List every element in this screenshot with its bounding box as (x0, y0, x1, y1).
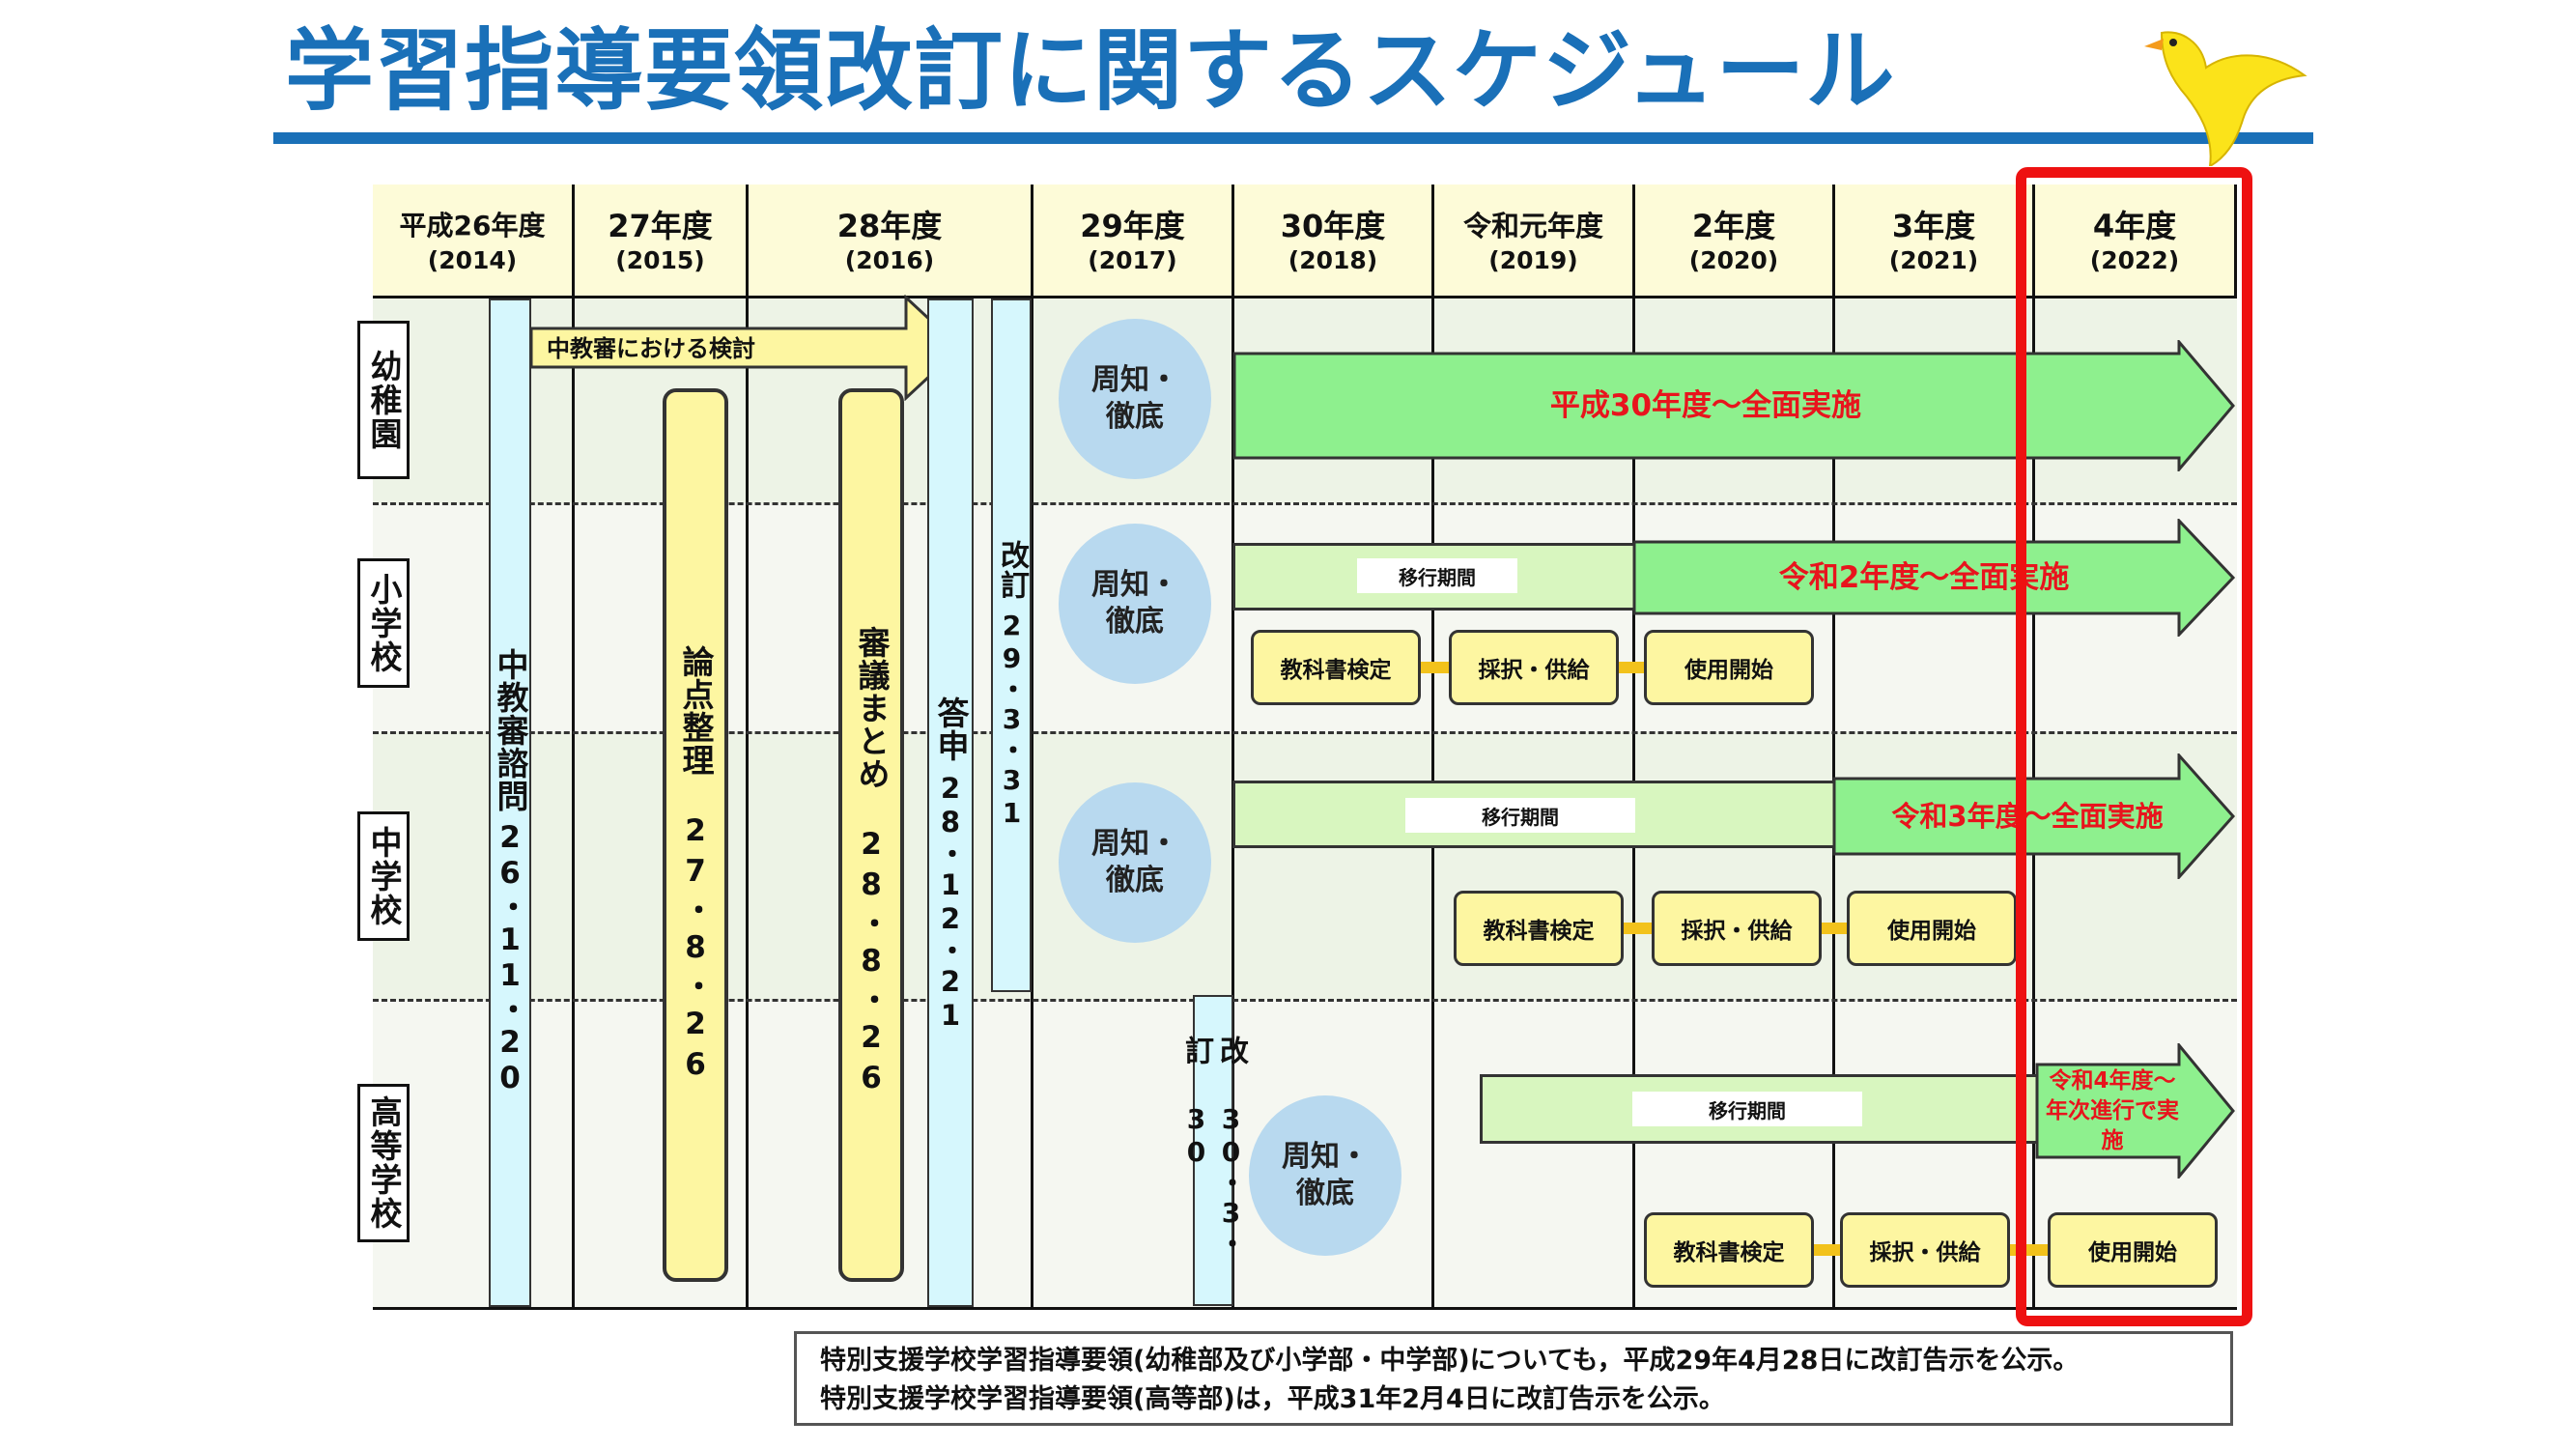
year-header: 2年度(2020) (1635, 185, 1835, 298)
year-header: 3年度(2021) (1835, 185, 2035, 298)
title-underline (273, 132, 2313, 144)
year-header: 27年度(2015) (575, 185, 749, 298)
notice-circle-high-school: 周知・徹底 (1249, 1095, 1401, 1256)
elementary-step-adoption-supply: 採択・供給 (1449, 630, 1619, 705)
year-header: 30年度(2018) (1234, 185, 1434, 298)
notice-circle-junior-high: 周知・徹底 (1059, 782, 1211, 943)
council-inquiry-bar: 中教審諮問 26・11・20 (489, 298, 531, 1307)
notice-circle-kindergarten: 周知・徹底 (1059, 319, 1211, 479)
high-school-step-adoption-supply: 採択・供給 (1840, 1212, 2010, 1288)
highlight-frame-2022 (2016, 167, 2252, 1326)
year-header: 4年度(2022) (2035, 185, 2234, 298)
year-header: 28年度(2016) (749, 185, 1033, 298)
high-school-implementation-arrow (2035, 1043, 2235, 1179)
high-school-step-start-use: 使用開始 (2048, 1212, 2218, 1288)
elementary-step-start-use: 使用開始 (1644, 630, 1814, 705)
elementary-step-textbook-screening: 教科書検定 (1251, 630, 1421, 705)
council-report-bar: 答申 28・12・21 (927, 298, 974, 1307)
row-label-high-school: 高等学校 (357, 1084, 410, 1242)
page-title: 学習指導要領改訂に関するスケジュール (285, 19, 1896, 123)
junior-high-step-textbook-screening: 教科書検定 (1454, 891, 1624, 966)
footnote-line: 特別支援学校学習指導要領(高等部)は，平成31年2月4日に改訂告示を公示。 (820, 1384, 1725, 1414)
issues-arrangement-bar: 論点整理 27・8・26 (663, 388, 728, 1282)
notice-circle-elementary: 周知・徹底 (1059, 524, 1211, 684)
year-header: 平成26年度(2014) (373, 185, 575, 298)
high-school-step-textbook-screening: 教科書検定 (1644, 1212, 1814, 1288)
high-school-transition-label: 移行期間 (1632, 1092, 1862, 1126)
junior-high-step-adoption-supply: 採択・供給 (1652, 891, 1822, 966)
elementary-transition-label: 移行期間 (1357, 558, 1517, 593)
council-arrow-label: 中教審における検討 (547, 335, 755, 362)
junior-high-implementation-label: 令和3年度～全面実施 (1891, 800, 2164, 833)
kindergarten-implementation-arrow (1232, 340, 2235, 471)
year-header: 令和元年度(2019) (1434, 185, 1635, 298)
revision-bar-2018: 改訂 30・3・30 (1179, 995, 1248, 1306)
bird-logo-icon (2144, 31, 2307, 166)
elementary-implementation-arrow (1632, 519, 2236, 637)
row-label-junior-high: 中学校 (357, 811, 410, 941)
revision-bar-2017: 改訂 29・3・31 (991, 298, 1032, 992)
deliberation-summary-bar: 審議まとめ 28・8・26 (838, 388, 904, 1282)
row-label-elementary: 小学校 (357, 558, 410, 688)
kindergarten-implementation-label: 平成30年度～全面実施 (1549, 388, 1862, 423)
year-header: 29年度(2017) (1033, 185, 1234, 298)
row-label-kindergarten: 幼稚園 (357, 321, 410, 479)
footnote-line: 特別支援学校学習指導要領(幼稚部及び小学部・中学部)についても，平成29年4月2… (820, 1346, 2080, 1376)
high-school-implementation-label: 令和4年度～年次進行で実施 (2046, 1068, 2179, 1153)
junior-high-implementation-arrow (1832, 753, 2236, 879)
footnote-box: 特別支援学校学習指導要領(幼稚部及び小学部・中学部)についても，平成29年4月2… (794, 1331, 2233, 1426)
junior-high-step-start-use: 使用開始 (1847, 891, 2017, 966)
junior-high-transition-label: 移行期間 (1405, 798, 1635, 833)
